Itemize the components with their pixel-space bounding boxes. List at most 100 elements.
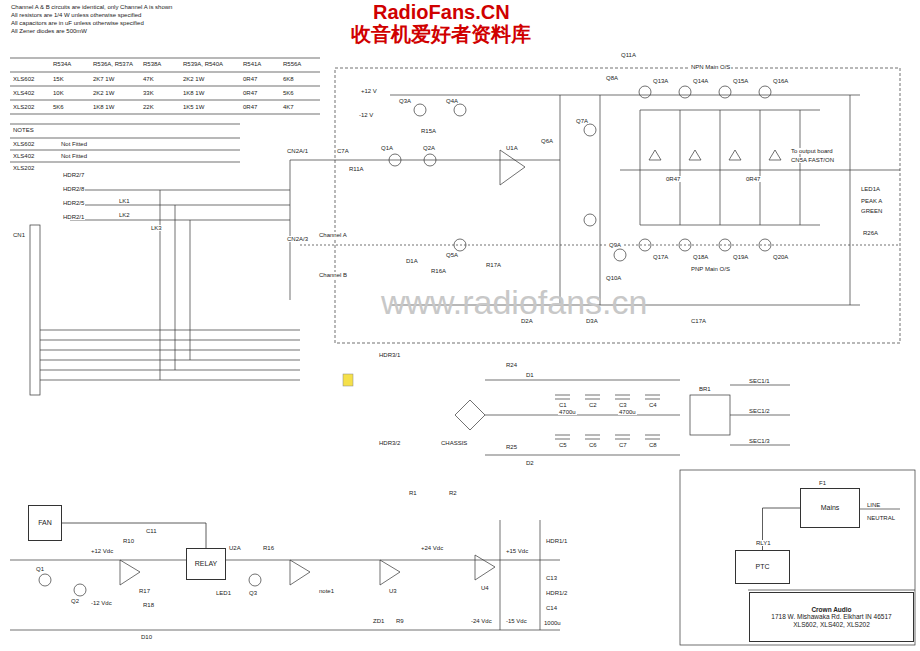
component-box: FAN: [28, 505, 62, 541]
component-label: U2A: [228, 545, 242, 551]
component-label: 4K7: [282, 104, 295, 110]
component-label: Channel A: [318, 232, 348, 238]
component-label: R17A: [485, 262, 502, 268]
component-label: C5: [558, 442, 568, 448]
box-text: Crown Audio: [811, 606, 851, 613]
component-label: 0R47: [665, 176, 681, 182]
wire-connector: [62, 523, 206, 548]
component-label: SEC1/3: [748, 438, 771, 444]
component-label: CN2A/1: [286, 148, 309, 154]
component-label: R556A: [282, 61, 302, 67]
title-block: Crown Audio1718 W. Mishawaka Rd. Elkhart…: [749, 592, 914, 642]
component-label: CN2A/3: [286, 236, 309, 242]
component-label: 2K2 1W: [92, 90, 115, 96]
component-label: +12 V: [360, 88, 378, 94]
component-label: Q8A: [605, 75, 619, 81]
component-label: Q15A: [732, 78, 749, 84]
component-box: PTC: [735, 550, 790, 584]
component-label: LK1: [118, 198, 131, 204]
component-label: Q1A: [380, 145, 394, 151]
component-label: CN1: [12, 232, 26, 238]
component-label: Q6A: [540, 138, 554, 144]
component-label: LINE: [866, 502, 881, 508]
component-label: PNP Main O/S: [690, 266, 731, 272]
component-label: XLS602: [12, 141, 35, 147]
component-label: 1K8 1W: [182, 90, 205, 96]
component-label: 5K6: [282, 90, 295, 96]
component-label: LK2: [118, 212, 131, 218]
component-label: 1K5 1W: [182, 104, 205, 110]
component-label: NOTES: [12, 127, 35, 133]
component-label: HDR3/2: [378, 440, 401, 446]
component-label: R15A: [420, 128, 437, 134]
component-label: Q7A: [575, 118, 589, 124]
component-label: C3: [618, 402, 628, 408]
watermark-text: RadioFans.CN: [372, 2, 511, 22]
box-text: PTC: [756, 563, 770, 571]
component-label: C1: [558, 402, 568, 408]
component-label: R26A: [862, 230, 879, 236]
component-label: R9: [395, 618, 405, 624]
component-label: Not Fitted: [60, 141, 88, 147]
component-label: Q11A: [620, 52, 637, 58]
component-label: R2: [448, 490, 458, 496]
component-label: 1K8 1W: [92, 104, 115, 110]
component-label: Q18A: [692, 254, 709, 260]
component-label: 5K6: [52, 104, 65, 110]
component-label: Channel A & B circuits are identical, on…: [10, 4, 173, 10]
component-label: 15K: [52, 76, 65, 82]
component-label: U4: [480, 585, 490, 591]
component-label: +12 Vdc: [90, 548, 114, 554]
component-label: All capacitors are in uF unless otherwis…: [10, 20, 145, 26]
component-label: R24: [505, 362, 518, 368]
component-label: 10K: [52, 90, 65, 96]
component-label: Q10A: [605, 275, 622, 281]
component-label: D1: [525, 372, 535, 378]
component-label: NEUTRAL: [866, 515, 896, 521]
component-label: D1A: [405, 258, 419, 264]
component-label: XLS202: [12, 165, 35, 171]
component-label: Q9A: [608, 242, 622, 248]
component-label: C14: [545, 605, 558, 611]
component-label: 47K: [142, 76, 155, 82]
component-label: D10: [140, 634, 153, 640]
component-label: HDR1/2: [545, 590, 568, 596]
component-label: 0R47: [242, 104, 258, 110]
component-label: C7: [618, 442, 628, 448]
component-label: LK3: [150, 225, 163, 231]
component-label: 2K2 1W: [182, 76, 205, 82]
component-label: R1: [408, 490, 418, 496]
component-label: 6K8: [282, 76, 295, 82]
component-label: 0R47: [242, 76, 258, 82]
component-label: CN5A FAST/ON: [790, 157, 835, 163]
component-label: 0R47: [242, 90, 258, 96]
component-label: 4700u: [618, 409, 637, 415]
watermark-text: www.radiofans.cn: [380, 285, 648, 319]
component-label: U3: [388, 588, 398, 594]
component-label: C6: [588, 442, 598, 448]
component-box: Mains: [800, 488, 860, 528]
component-label: PEAK A: [860, 198, 883, 204]
component-label: LED1A: [860, 186, 881, 192]
component-label: Q3: [248, 590, 258, 596]
component-label: GREEN: [860, 208, 883, 214]
watermark-text: 收音机爱好者资料库: [350, 24, 532, 44]
component-box: RELAY: [186, 548, 226, 580]
component-label: R11A: [348, 166, 365, 172]
component-label: D2A: [520, 318, 534, 324]
component-label: SEC1/2: [748, 408, 771, 414]
component-label: XLS602: [12, 76, 35, 82]
component-label: HDR2/1: [62, 214, 85, 220]
component-label: -12 Vdc: [90, 600, 113, 606]
component-label: XLS402: [12, 153, 35, 159]
component-label: Q4A: [445, 98, 459, 104]
component-label: LED1: [215, 590, 232, 596]
component-label: -15 Vdc: [505, 618, 528, 624]
component-label: R534A: [52, 61, 72, 67]
component-label: Not Fitted: [60, 153, 88, 159]
component-label: Q2A: [422, 145, 436, 151]
component-label: HDR2/7: [62, 172, 85, 178]
component-label: NPN Main O/S: [690, 64, 731, 70]
component-label: D2: [525, 460, 535, 466]
component-label: R17: [138, 588, 151, 594]
